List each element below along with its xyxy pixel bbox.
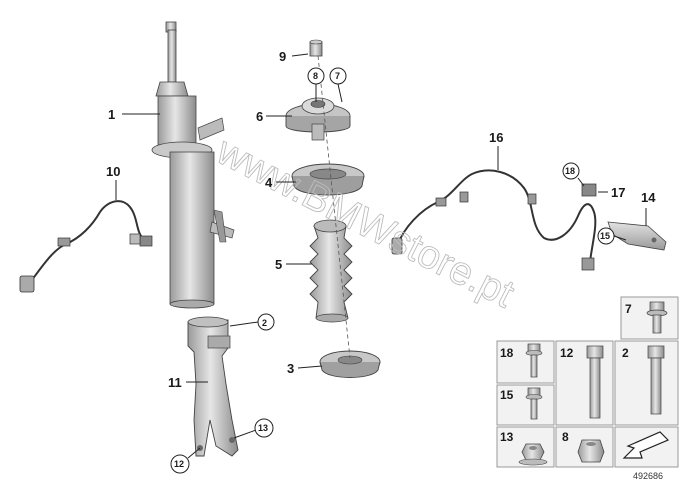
image-number: 492686 [633, 471, 663, 481]
label-8: 8 [313, 71, 318, 81]
brake-wear-sensor-cable [391, 169, 597, 271]
table-label-12: 12 [560, 346, 574, 360]
label-12: 12 [174, 459, 184, 469]
table-label-8: 8 [562, 430, 569, 444]
assembly-axis-line [317, 55, 351, 359]
wheel-speed-sensor-cable [19, 200, 153, 293]
bracket [607, 221, 667, 251]
arrow-icon [622, 431, 670, 459]
table-label-13: 13 [500, 430, 514, 444]
support-bearing [285, 97, 351, 141]
nut-8 [577, 439, 605, 463]
bolt-15 [525, 387, 543, 420]
label-15-callout: 15 [600, 231, 610, 241]
spring-pad [291, 163, 365, 196]
label-1: 1 [108, 107, 115, 122]
label-2: 2 [262, 318, 267, 328]
label-4: 4 [265, 175, 273, 190]
label-14: 14 [641, 190, 656, 205]
label-5: 5 [275, 257, 282, 272]
lower-spring-pad [319, 350, 381, 378]
label-13: 13 [258, 423, 268, 433]
table-label-15: 15 [500, 388, 514, 402]
table-label-7: 7 [625, 302, 632, 316]
watermark: www.BMWstore.pt [209, 128, 521, 316]
label-10: 10 [106, 164, 120, 179]
shock-absorber [151, 21, 235, 309]
label-3: 3 [287, 361, 294, 376]
bolt-18 [525, 343, 543, 378]
label-6: 6 [256, 109, 263, 124]
bolt-2 [647, 345, 665, 415]
fastener-table: 7 18 12 2 15 13 8 [496, 296, 679, 468]
dust-cover [309, 219, 353, 323]
bolt-7 [646, 301, 668, 334]
top-nut [309, 39, 323, 57]
table-label-18: 18 [500, 346, 514, 360]
label-18-callout: 18 [565, 166, 575, 176]
table-label-2: 2 [622, 346, 629, 360]
label-7-callout: 7 [335, 71, 340, 81]
label-16: 16 [489, 130, 503, 145]
bolt-12 [586, 345, 604, 419]
part-callouts: 1 10 2 11 12 13 9 8 7 6 4 5 3 16 [106, 49, 656, 474]
clamp-fork [187, 316, 239, 457]
label-11: 11 [168, 375, 182, 390]
label-17: 17 [611, 185, 625, 200]
label-9: 9 [279, 49, 286, 64]
nut-13 [518, 443, 548, 466]
